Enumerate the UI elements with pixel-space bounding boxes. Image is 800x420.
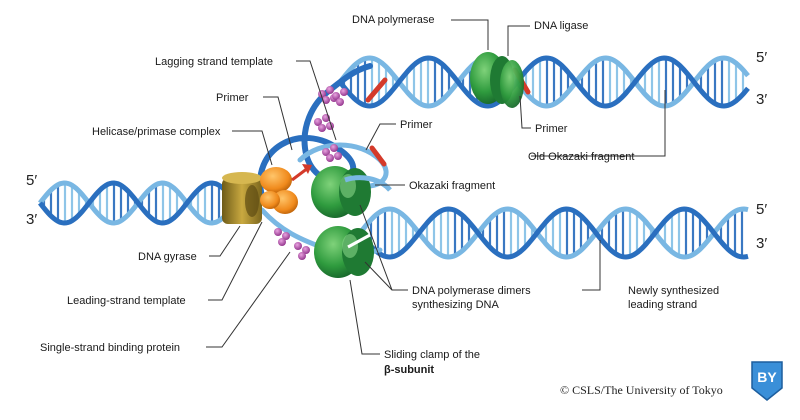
backbone-strand-back xyxy=(338,55,750,109)
label-leading-strand-template: Leading-strand template xyxy=(67,295,186,307)
label-primer-right: Primer xyxy=(535,123,568,135)
ssb-cluster-mid xyxy=(314,114,334,132)
ssb-cluster-upper xyxy=(332,88,348,106)
end-label-bottom-5: 5′ xyxy=(756,201,767,218)
dna-ligase xyxy=(500,60,524,108)
primer-mark-top xyxy=(365,77,388,103)
backbone-strand-front xyxy=(358,206,749,260)
end-label-top-5: 5′ xyxy=(756,49,767,66)
top-right-double-helix xyxy=(338,55,750,109)
label-single-strand-binding: Single-strand binding protein xyxy=(40,342,180,354)
primer-mark-loop xyxy=(369,145,387,167)
end-label-left-5: 5′ xyxy=(26,172,37,189)
end-label-left-3: 3′ xyxy=(26,211,37,228)
backbone-strand-front xyxy=(38,180,228,226)
copyright-credit: © CSLS/The University of Tokyo xyxy=(560,383,723,397)
label-dimers-line1: DNA polymerase dimers xyxy=(412,285,531,297)
bottom-right-double-helix xyxy=(358,206,749,260)
okazaki-fragment-strand xyxy=(344,175,392,192)
end-label-top-3: 3′ xyxy=(756,91,767,108)
label-dna-polymerase: DNA polymerase xyxy=(352,14,435,26)
backbone-strand-front xyxy=(338,55,750,109)
dna-gyrase xyxy=(222,172,262,224)
ssb-cluster-loop xyxy=(322,144,342,162)
label-newly-line1: Newly synthesized xyxy=(628,285,719,297)
fork-direction-arrow xyxy=(291,164,312,182)
leading-strand-synthesis-arrow xyxy=(347,233,371,249)
ssb-cluster-lower xyxy=(274,228,310,260)
label-old-okazaki: Old Okazaki fragment xyxy=(528,151,634,163)
label-clamp-line1: Sliding clamp of the xyxy=(384,349,480,361)
label-primer-top: Primer xyxy=(216,92,249,104)
label-helicase-primase: Helicase/primase complex xyxy=(92,126,221,138)
left-parental-double-helix xyxy=(38,180,228,226)
end-label-bottom-3: 3′ xyxy=(756,235,767,252)
helicase-primase-complex xyxy=(260,167,298,214)
label-primer-mid: Primer xyxy=(400,119,433,131)
cc-by-badge: BY xyxy=(751,361,783,401)
label-newly-line2: leading strand xyxy=(628,299,697,311)
backbone-strand-back xyxy=(38,180,228,226)
label-lagging-strand-template: Lagging strand template xyxy=(155,56,273,68)
label-dna-gyrase: DNA gyrase xyxy=(138,251,197,263)
label-clamp-line2: β-subunit xyxy=(384,364,434,376)
cc-by-badge-text: BY xyxy=(757,369,777,385)
backbone-strand-back xyxy=(358,206,749,260)
label-dimers-line2: synthesizing DNA xyxy=(412,299,499,311)
label-dna-ligase: DNA ligase xyxy=(534,20,588,32)
dna-polymerase-dimer-lower xyxy=(314,226,374,278)
leader-lines xyxy=(206,19,666,355)
label-okazaki-fragment: Okazaki fragment xyxy=(409,180,495,192)
